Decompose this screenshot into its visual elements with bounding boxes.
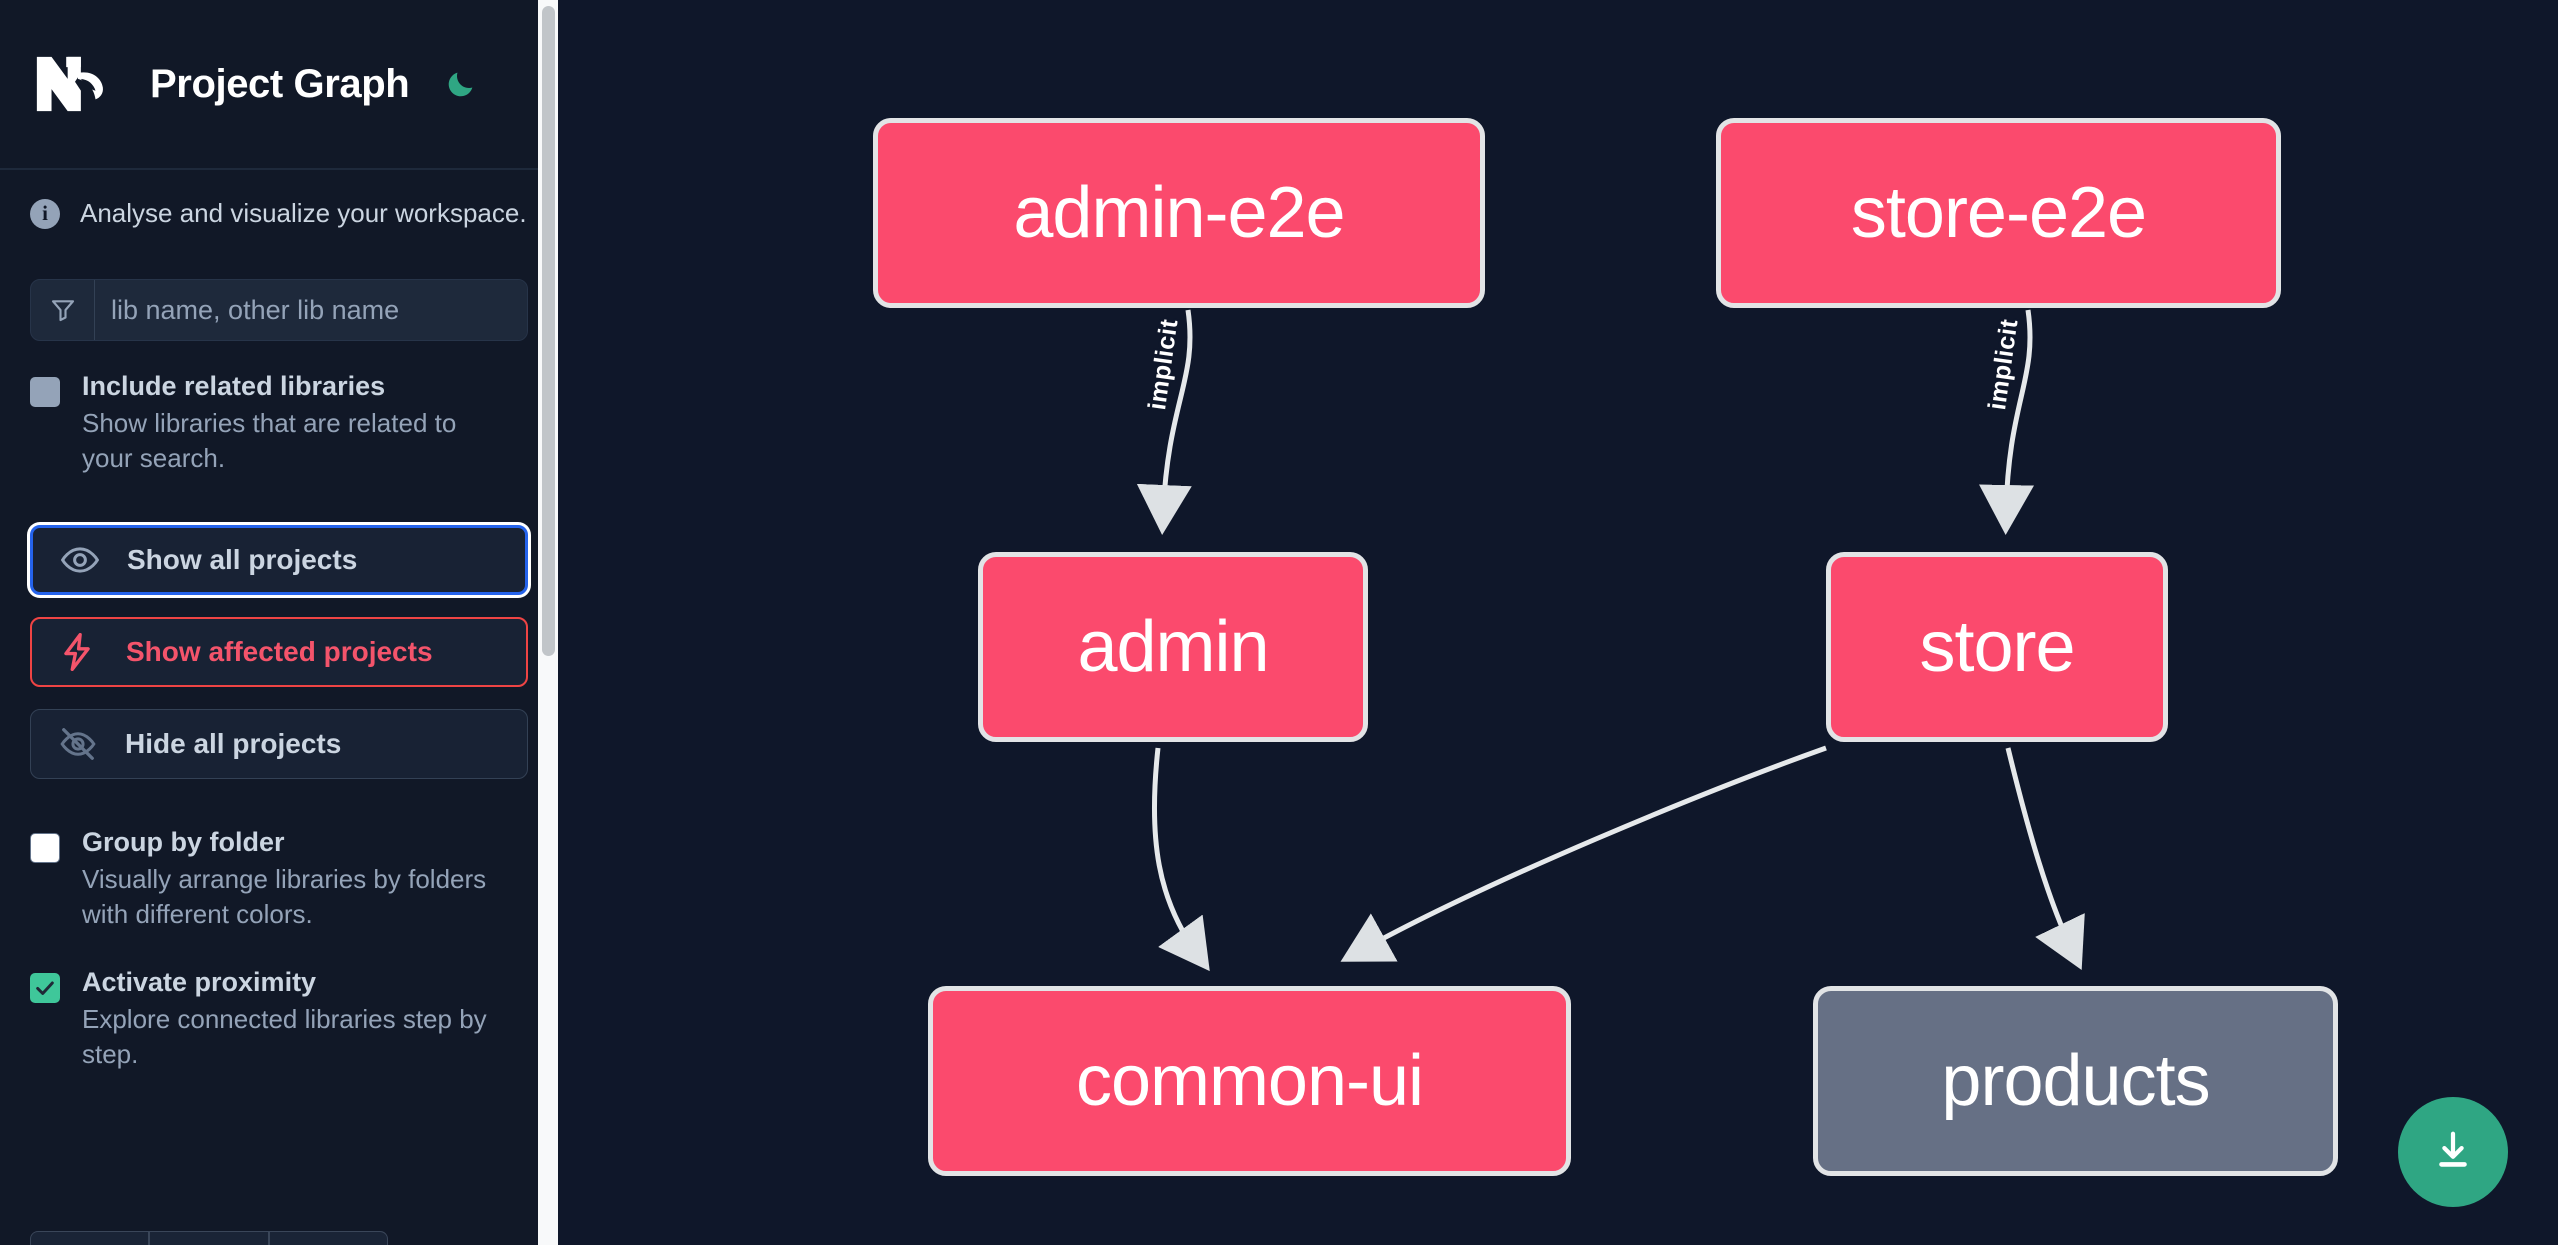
node-label: admin-e2e	[1013, 173, 1345, 253]
node-label: store	[1919, 607, 2075, 687]
graph-node-store[interactable]: store	[1826, 552, 2168, 742]
show-affected-projects-button[interactable]: Show affected projects	[30, 617, 528, 688]
segment-2[interactable]	[149, 1231, 269, 1245]
include-related-libraries-description: Show libraries that are related to your …	[82, 408, 457, 473]
node-label: admin	[1077, 607, 1269, 687]
sidebar-scrollbar[interactable]	[538, 0, 558, 1245]
nx-logo-icon	[30, 51, 120, 117]
sidebar-header: Project Graph	[0, 0, 558, 170]
edge-store-to-common-ui	[1340, 745, 1827, 962]
edge-store-e2e-to-store	[1979, 309, 2035, 535]
graph-edges	[1136, 309, 2085, 972]
checkbox-group-by-folder[interactable]: Group by folder Visually arrange librari…	[30, 827, 528, 931]
hide-all-projects-label: Hide all projects	[125, 728, 342, 760]
activate-proximity-description: Explore connected libraries step by step…	[82, 1004, 487, 1070]
search-input[interactable]	[95, 280, 527, 340]
show-all-projects-button[interactable]: Show all projects	[30, 525, 528, 596]
checkbox-activate-proximity[interactable]: Activate proximity Explore connected lib…	[30, 967, 528, 1071]
eye-off-icon	[59, 728, 103, 761]
graph-node-products[interactable]: products	[1813, 986, 2338, 1176]
edge-admin-to-common-ui	[1151, 747, 1210, 972]
download-button[interactable]	[2398, 1097, 2508, 1207]
group-by-folder-description: Visually arrange libraries by folders wi…	[82, 864, 487, 929]
proximity-segmented-control[interactable]	[30, 1231, 388, 1245]
node-label: products	[1941, 1041, 2210, 1121]
page-title: Project Graph	[150, 61, 410, 106]
lightning-icon	[60, 633, 104, 672]
download-icon	[2430, 1128, 2476, 1177]
filter-field[interactable]	[30, 279, 528, 341]
edge-admin-e2e-to-admin	[1136, 309, 1193, 535]
show-all-projects-label: Show all projects	[127, 544, 358, 576]
workspace-info: i Analyse and visualize your workspace.	[30, 198, 528, 229]
sidebar: Project Graph i Analyse and visualize yo…	[0, 0, 558, 1245]
graph-canvas[interactable]: admin-e2e store-e2e admin store common-u…	[558, 0, 2558, 1245]
node-label: store-e2e	[1850, 173, 2147, 253]
workspace-info-text: Analyse and visualize your workspace.	[80, 198, 527, 228]
group-by-folder-checkbox[interactable]	[30, 833, 60, 864]
graph-node-admin[interactable]: admin	[978, 552, 1368, 742]
include-related-libraries-checkbox[interactable]	[30, 377, 60, 407]
eye-icon	[61, 545, 105, 575]
activate-proximity-checkbox[interactable]	[30, 973, 60, 1004]
checkbox-include-related-libraries[interactable]: Include related libraries Show libraries…	[30, 371, 528, 475]
group-by-folder-label: Group by folder	[82, 827, 285, 858]
node-label: common-ui	[1075, 1041, 1424, 1121]
info-icon: i	[30, 198, 60, 229]
segment-3[interactable]	[268, 1231, 388, 1245]
graph-node-common-ui[interactable]: common-ui	[928, 986, 1571, 1176]
segment-1[interactable]	[30, 1231, 150, 1245]
show-affected-projects-label: Show affected projects	[126, 636, 433, 668]
include-related-libraries-label: Include related libraries	[82, 371, 386, 401]
sidebar-scrollbar-thumb[interactable]	[542, 6, 555, 656]
graph-node-admin-e2e[interactable]: admin-e2e	[873, 118, 1485, 308]
graph-node-store-e2e[interactable]: store-e2e	[1716, 118, 2281, 308]
sidebar-body: i Analyse and visualize your workspace. …	[0, 198, 558, 1072]
project-visibility-buttons: Show all projects Show affected projects	[30, 525, 528, 780]
hide-all-projects-button[interactable]: Hide all projects	[30, 709, 528, 780]
filter-icon	[31, 280, 95, 340]
activate-proximity-label: Activate proximity	[82, 967, 317, 998]
moon-icon[interactable]	[439, 62, 483, 106]
edge-store-to-products	[2005, 747, 2085, 971]
